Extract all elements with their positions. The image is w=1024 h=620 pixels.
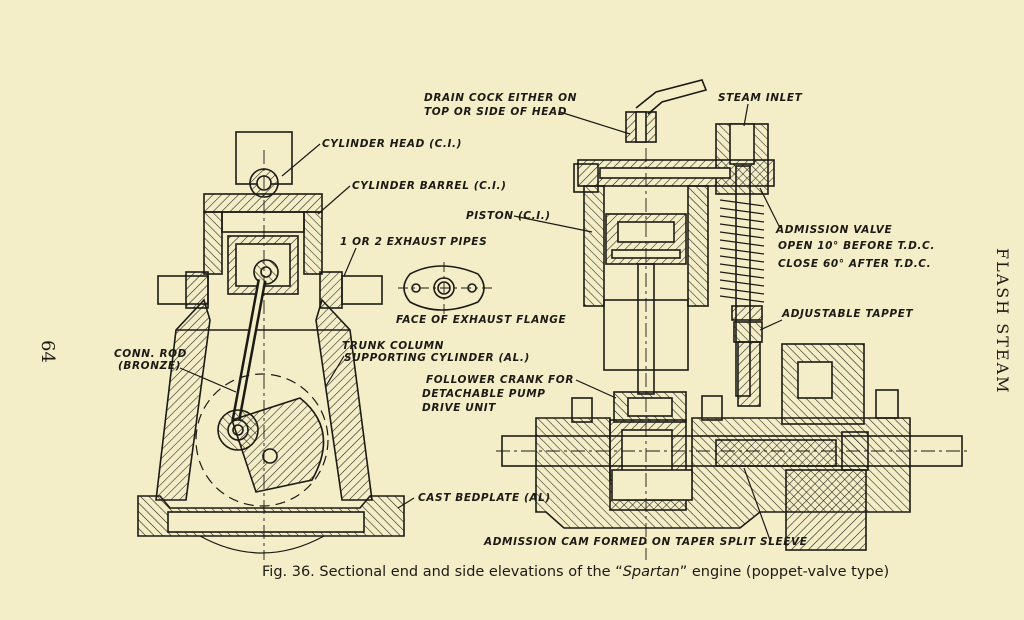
label-admission-valve-close: CLOSE 60° AFTER T.D.C. [778, 258, 932, 270]
label-follower-crank-pump: DETACHABLE PUMP [422, 388, 546, 400]
end-elevation [137, 131, 405, 560]
admission-cam-sleeve [715, 439, 837, 467]
label-trunk-column-support: SUPPORTING CYLINDER (AL.) [344, 352, 530, 364]
trunk-column-left [155, 298, 211, 501]
adjustable-tappet [733, 321, 763, 343]
caption-text-2: ” engine (poppet-valve type) [679, 564, 890, 580]
label-cast-bedplate: CAST BEDPLATE (AL) [418, 492, 551, 504]
label-admission-valve: ADMISSION VALVE [776, 224, 893, 236]
leader-lines [179, 103, 783, 541]
figure-caption: Fig. 36. Sectional end and side elevatio… [262, 564, 889, 580]
side-elevation [496, 79, 970, 560]
crank-path [195, 373, 329, 507]
label-follower-crank-drive: DRIVE UNIT [422, 402, 497, 414]
label-steam-inlet: STEAM INLET [718, 92, 803, 104]
label-trunk-column: TRUNK COLUMN [342, 340, 445, 352]
exhaust-flange-face [398, 262, 492, 314]
label-drain-cock: DRAIN COCK EITHER ON [424, 92, 578, 104]
label-admission-cam: ADMISSION CAM FORMED ON TAPER SPLIT SLEE… [484, 536, 808, 548]
cylinder-barrel-right [687, 185, 709, 307]
cylinder-barrel-left [583, 185, 605, 307]
label-follower-crank: FOLLOWER CRANK FOR [426, 374, 575, 386]
bedplate-side [535, 417, 911, 529]
label-exhaust-pipes: 1 OR 2 EXHAUST PIPES [340, 236, 488, 248]
label-admission-valve-open: OPEN 10° BEFORE T.D.C. [778, 240, 935, 252]
caption-engine-name: Spartan [622, 564, 680, 580]
exhaust-pipe-right [341, 275, 383, 305]
running-head: FLASH STEAM [993, 248, 1012, 395]
label-cylinder-head: CYLINDER HEAD (C.I.) [322, 138, 462, 150]
label-cylinder-barrel: CYLINDER BARREL (C.I.) [352, 180, 507, 192]
cylinder-barrel-left-wall [203, 211, 223, 275]
cylinder-barrel-right-wall [303, 211, 323, 275]
figure-number: Fig. 36. [262, 564, 315, 580]
trunk-column-right [315, 298, 373, 501]
caption-text-1: Sectional end and side elevations of the… [319, 564, 623, 580]
label-adjustable-tappet: ADJUSTABLE TAPPET [782, 308, 914, 320]
label-drain-cock-position: TOP OR SIDE OF HEAD [424, 106, 568, 118]
label-conn-rod: CONN. ROD [114, 348, 187, 360]
label-exhaust-flange: FACE OF EXHAUST FLANGE [396, 314, 567, 326]
label-conn-rod-material: (BRONZE) [118, 360, 181, 372]
crank-web [230, 397, 325, 493]
valve-spring [719, 199, 765, 303]
stud-3 [875, 389, 899, 419]
label-piston: PISTON (C.I.) [466, 210, 551, 222]
drain-cock-pipe [635, 79, 708, 115]
stud-2 [701, 395, 723, 421]
cylinder-head-section [203, 193, 323, 213]
page-number: 64 [37, 340, 58, 363]
